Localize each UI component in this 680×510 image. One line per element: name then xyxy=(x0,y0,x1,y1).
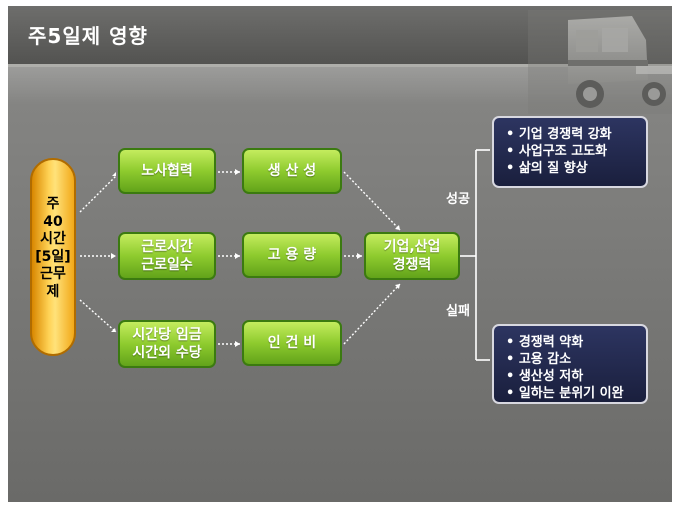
arrowhead xyxy=(357,253,362,259)
left-label-line: 제 xyxy=(46,283,60,300)
success-item: 사업구조 고도화 xyxy=(506,143,646,160)
failure-item: 경쟁력 약화 xyxy=(506,334,646,351)
weekly-40hour-5day-label: 주 40 시간 [5일] 근무 제 xyxy=(30,158,76,356)
arrowhead xyxy=(395,225,400,230)
connector-productivity-to-center xyxy=(343,171,401,231)
success-item: 삶의 질 향상 xyxy=(506,160,646,177)
failure-outcomes-box: 경쟁력 약화 고용 감소 생산성 저하 일하는 분위기 이완 xyxy=(492,324,648,404)
failure-item: 일하는 분위기 이완 xyxy=(506,385,646,402)
truck-image xyxy=(528,10,672,114)
failure-label: 실패 xyxy=(446,304,470,319)
labor-cooperation-box: 노사협력 xyxy=(118,148,216,194)
failure-item: 생산성 저하 xyxy=(506,368,646,385)
left-label-line: 주 xyxy=(46,196,60,212)
failure-item: 고용 감소 xyxy=(506,351,646,368)
connector-pill-to-wage xyxy=(79,299,117,333)
arrowhead xyxy=(112,172,116,176)
left-label-line: [5일] xyxy=(35,248,71,265)
left-label-line: 40 xyxy=(43,213,63,230)
hourly-wage-overtime-box: 시간당 임금 시간외 수당 xyxy=(118,320,216,368)
labor-cost-box: 인 건 비 xyxy=(242,320,342,366)
arrowhead xyxy=(395,284,400,289)
arrowhead xyxy=(111,253,116,259)
success-item: 기업 경쟁력 강화 xyxy=(506,126,646,143)
slide-background: 주5일제 영향 xyxy=(8,6,672,502)
arrowhead xyxy=(235,253,240,259)
header-bar xyxy=(8,6,672,64)
success-outcomes-box: 기업 경쟁력 강화 사업구조 고도화 삶의 질 향상 xyxy=(492,116,648,188)
arrowhead xyxy=(235,169,240,175)
left-label-line: 시간 xyxy=(40,231,66,247)
competitiveness-box: 기업,산업 경쟁력 xyxy=(364,232,460,280)
slide-title: 주5일제 영향 xyxy=(28,24,148,48)
connector-pill-to-coop xyxy=(79,175,117,213)
success-label: 성공 xyxy=(446,192,470,207)
productivity-box: 생 산 성 xyxy=(242,148,342,194)
arrowhead xyxy=(111,328,116,332)
header-shade xyxy=(8,67,672,105)
employment-box: 고 용 량 xyxy=(242,232,342,278)
arrowhead xyxy=(235,341,240,347)
left-label-line: 근무 xyxy=(40,266,66,282)
connector-laborcost-to-center xyxy=(343,283,401,345)
working-hours-days-box: 근로시간 근로일수 xyxy=(118,232,216,280)
header-divider xyxy=(8,64,672,67)
